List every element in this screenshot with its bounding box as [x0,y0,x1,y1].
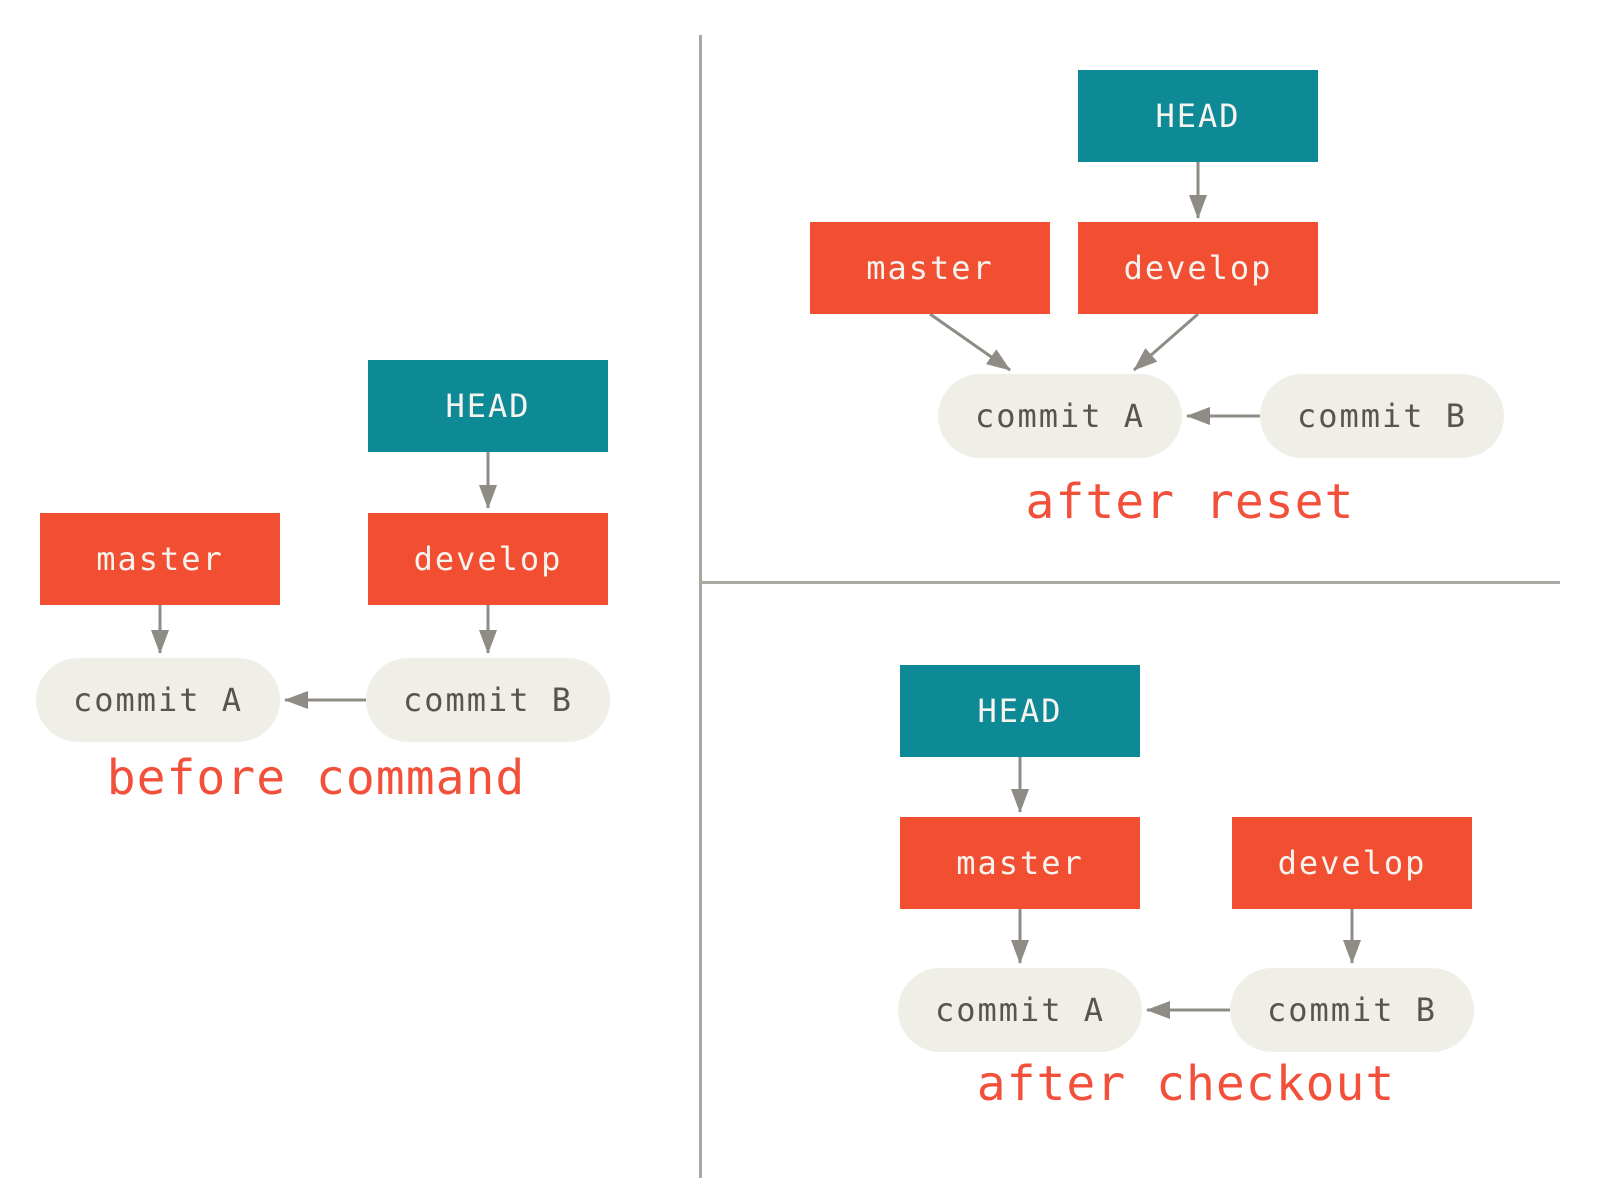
edge-master-to-commit-a-reset [929,312,1011,372]
master-box-before: master [40,513,280,605]
head-box-before: HEAD [368,360,608,452]
horizontal-divider [700,581,1560,584]
panel-caption-checkout: after checkout [976,1056,1396,1112]
head-box-checkout: HEAD [900,665,1140,757]
panel-caption-before: before command [106,750,526,806]
commit-b-node-before: commit B [366,658,610,742]
master-box-reset: master [810,222,1050,314]
develop-box-before: develop [368,513,608,605]
commit-b-node-reset: commit B [1260,374,1504,458]
develop-box-checkout: develop [1232,817,1472,909]
develop-box-reset: develop [1078,222,1318,314]
panel-caption-reset: after reset [1025,474,1355,530]
master-box-checkout: master [900,817,1140,909]
commit-a-node-checkout: commit A [898,968,1142,1052]
commit-a-node-reset: commit A [938,374,1182,458]
vertical-divider [699,35,702,1178]
head-box-reset: HEAD [1078,70,1318,162]
edge-develop-to-commit-a-reset [1133,312,1199,372]
commit-b-node-checkout: commit B [1230,968,1474,1052]
commit-a-node-before: commit A [36,658,280,742]
